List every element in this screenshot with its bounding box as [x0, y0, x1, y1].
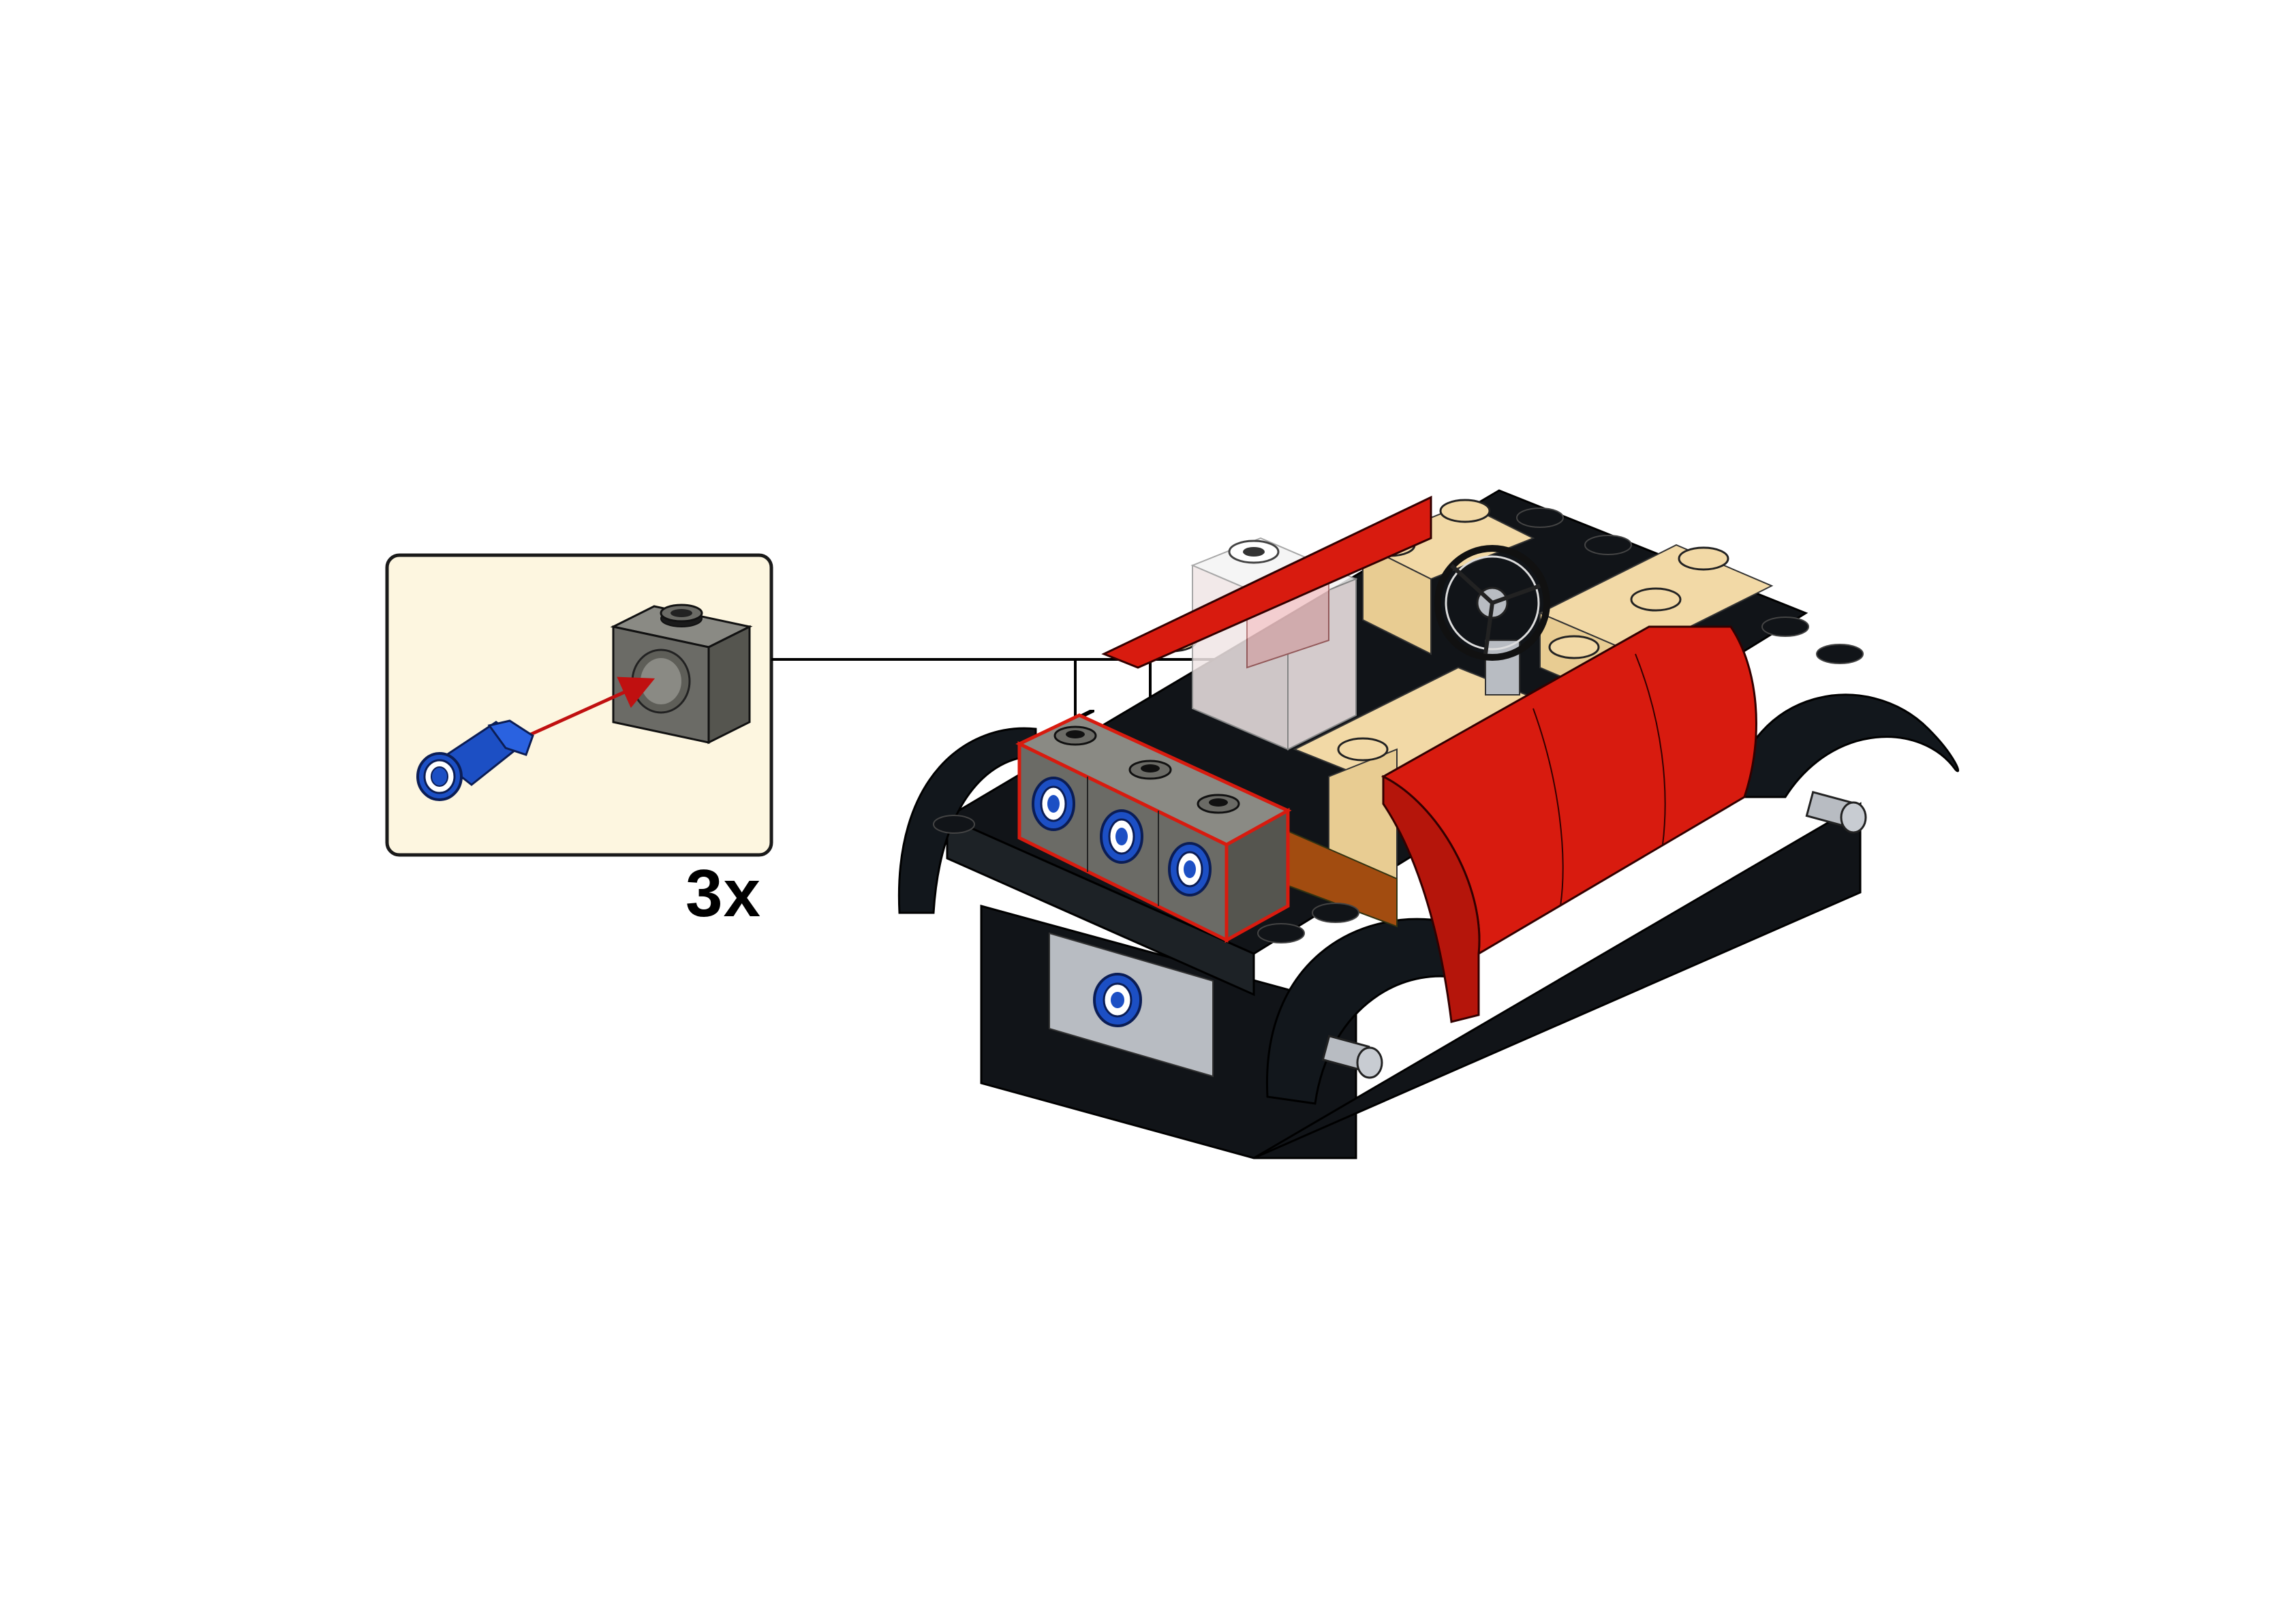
- technic-brick-1x1-icon: [610, 604, 753, 745]
- car-model: [897, 489, 1960, 1159]
- axle-stub-rear: [1805, 791, 1867, 834]
- mudguard-right-rear: [1729, 693, 1960, 798]
- red-body: [1101, 495, 1757, 1023]
- technic-bricks-row: [1015, 713, 1292, 943]
- steering-wheel-icon: [1434, 545, 1550, 696]
- leader-line: [771, 658, 1075, 721]
- insert-arrow: [523, 676, 656, 739]
- parts-callout: [385, 553, 773, 857]
- technic-pin-icon: [416, 719, 534, 801]
- black-studs: [933, 507, 1864, 943]
- quantity-label: 3x: [686, 856, 762, 931]
- tan-studs: [1146, 499, 1729, 762]
- inserted-pins: [1032, 777, 1212, 896]
- axle-stub-front: [1321, 1035, 1383, 1079]
